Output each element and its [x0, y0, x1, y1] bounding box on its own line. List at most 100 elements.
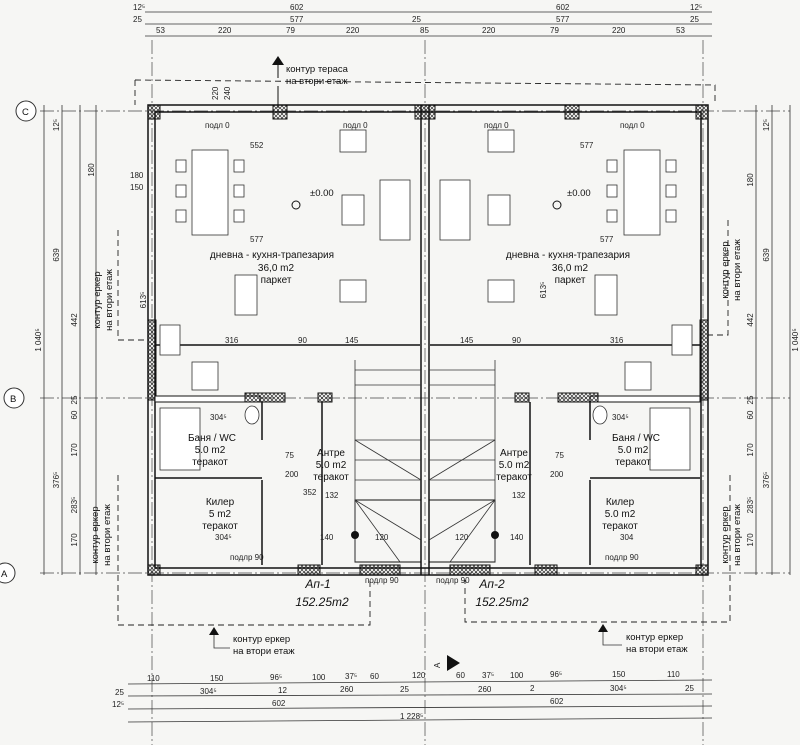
note-erker: контур еркер	[720, 241, 731, 298]
dim: 304⁵	[215, 533, 232, 542]
dim: 12⁵	[52, 119, 61, 131]
dim: 304⁵	[200, 687, 217, 696]
room-floor: паркет	[555, 275, 586, 286]
axis-label-b: B	[10, 394, 16, 405]
dim: 170	[746, 443, 755, 457]
dim: 577	[250, 235, 264, 244]
dim: 37⁵	[345, 672, 357, 681]
sill-note: подлр 90	[436, 576, 470, 585]
room-floor: теракот	[313, 472, 349, 483]
dim: 1 040⁵	[791, 328, 800, 351]
dim: 79	[550, 26, 559, 35]
dim: 53	[676, 26, 685, 35]
dim: 442	[746, 313, 755, 327]
apartment-1-area: 152.25m2	[295, 595, 349, 609]
dim: 170	[746, 533, 755, 547]
upper-floor-contours: контур тераса на втори етаж контур еркер…	[90, 56, 743, 657]
dim: 140	[320, 533, 334, 542]
room-floor: теракот	[496, 472, 532, 483]
room-area: 5 m2	[209, 509, 232, 520]
level-mark: ±0.00	[567, 188, 591, 199]
inner-dimensions: 552 577 577 577 316 316 145 145 90 90 30…	[130, 86, 634, 542]
note-erker: контур еркер	[92, 271, 103, 328]
apartment-2-name: Ап-2	[478, 577, 505, 591]
dim: 602	[290, 3, 304, 12]
dim: 442	[70, 313, 79, 327]
dim: 110	[147, 674, 160, 683]
dim: 25	[746, 395, 755, 404]
top-dimensions: 12⁵ 602 602 12⁵ 25 577 25 577 25 53 220 …	[133, 3, 712, 37]
dim: 1 228⁵	[400, 712, 423, 721]
dim: 304	[620, 533, 634, 542]
room-floor: теракот	[192, 457, 228, 468]
dim: 96⁵	[270, 673, 282, 682]
dim: 12	[278, 686, 287, 695]
dim: 220	[612, 26, 626, 35]
dim: 577	[556, 15, 570, 24]
dim: 180	[130, 171, 144, 180]
dim: 316	[225, 336, 239, 345]
dim: 552	[250, 141, 264, 150]
room-floor: паркет	[261, 275, 292, 286]
dim: 1 040⁵	[34, 328, 43, 351]
dim: 60	[456, 671, 465, 680]
room-area: 5.0 m2	[316, 460, 347, 471]
room-name-living-right: дневна - кухня-трапезария	[506, 250, 630, 261]
room-name-kiler-right: Килер	[606, 497, 635, 508]
side-dimensions: 1 040⁵ 639 442 376⁵ 283⁵ 180 170 60 170 …	[34, 105, 800, 575]
sill-note: подлр 90	[230, 553, 264, 562]
dim: 150	[612, 670, 626, 679]
room-name-antre-left: Антре	[317, 448, 345, 459]
dim: 200	[285, 470, 299, 479]
dim: 110	[667, 670, 680, 679]
room-area: 36,0 m2	[258, 263, 295, 274]
dim: 145	[345, 336, 359, 345]
dim: 304⁵	[612, 413, 629, 422]
room-floor: теракот	[615, 457, 651, 468]
axis-label-c: C	[22, 107, 29, 118]
dim: 37⁵	[482, 671, 494, 680]
dim: 96⁵	[550, 670, 562, 679]
dim: 602	[272, 699, 286, 708]
dim: 220	[346, 26, 360, 35]
dim: 60	[370, 672, 379, 681]
note-erker: на втори етаж	[233, 646, 295, 657]
dim: 12⁵	[690, 3, 702, 12]
dim: 602	[550, 697, 564, 706]
dim: 75	[285, 451, 294, 460]
dim: 79	[286, 26, 295, 35]
dim: 25	[690, 15, 699, 24]
dim: 85	[420, 26, 429, 35]
room-name-living-left: дневна - кухня-трапезария	[210, 250, 334, 261]
dim: 283⁵	[70, 497, 79, 514]
dim: 60	[746, 410, 755, 419]
dim: 170	[70, 533, 79, 547]
dim: 220	[218, 26, 232, 35]
dim: 12⁵	[133, 3, 145, 12]
sill-note: подл 0	[343, 121, 368, 130]
note-erker: контур еркер	[90, 506, 101, 563]
bottom-dimensions: 110 150 96⁵ 100 37⁵ 60 120 60 37⁵ 100 96…	[112, 670, 713, 723]
dim: 577	[600, 235, 614, 244]
note-erker: контур еркер	[626, 632, 683, 643]
apartment-2-area: 152.25m2	[475, 595, 529, 609]
dim: 120	[412, 671, 426, 680]
dim: 220	[482, 26, 496, 35]
section-label: A	[433, 662, 442, 668]
sill-note: подл 0	[205, 121, 230, 130]
dim: 120	[375, 533, 389, 542]
sill-note: подл 0	[484, 121, 509, 130]
dim: 577	[290, 15, 304, 24]
sill-note: подл 0	[620, 121, 645, 130]
dim: 200	[550, 470, 564, 479]
dim: 145	[460, 336, 474, 345]
staircase	[351, 360, 499, 563]
dim: 75	[555, 451, 564, 460]
sill-note: подлр 90	[605, 553, 639, 562]
room-area: 5.0 m2	[195, 445, 226, 456]
dim: 25	[400, 685, 409, 694]
dim: 90	[512, 336, 521, 345]
note-erker: на втори етаж	[626, 644, 688, 655]
room-name-bath-right: Баня / WC	[612, 433, 660, 444]
